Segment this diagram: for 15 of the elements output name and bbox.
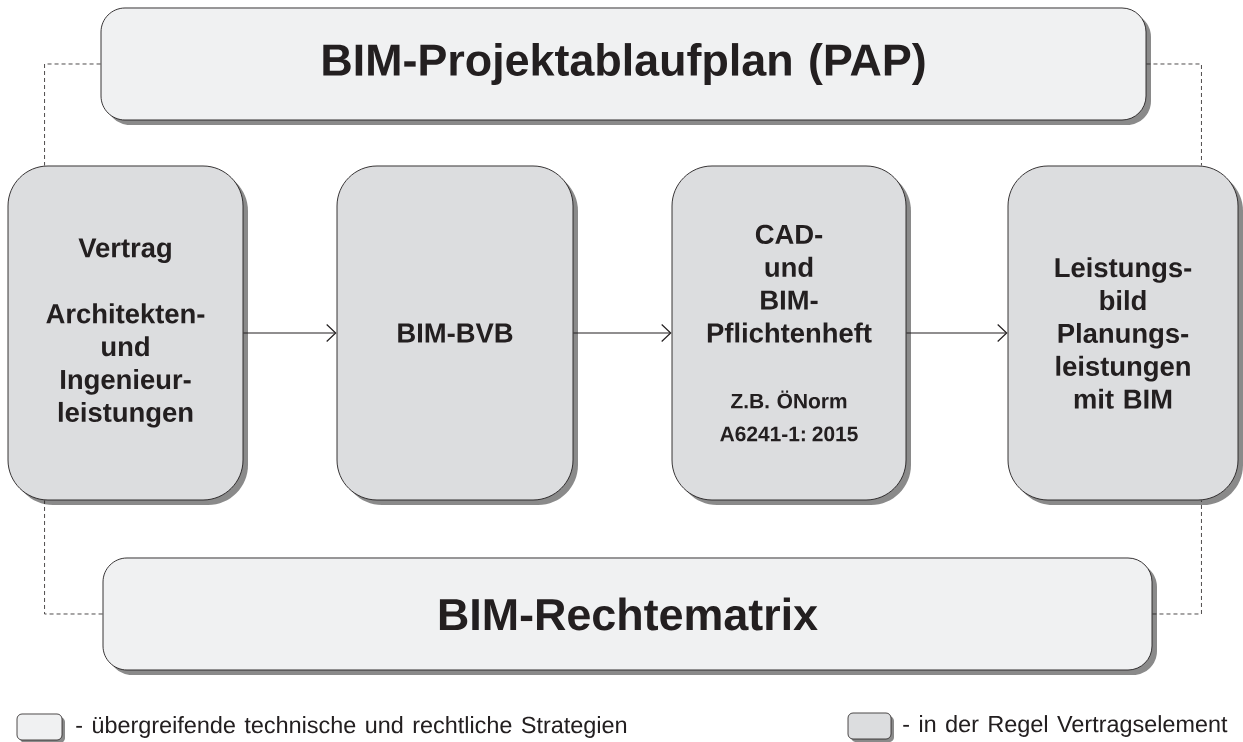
arrow — [572, 323, 672, 343]
arrow — [242, 323, 337, 343]
process-box: CAD- und BIM- Pflichtenheft Z.B. ÖNorm A6241-1: 2015 — [671, 165, 911, 505]
arrow — [905, 323, 1008, 343]
dashed-connector — [44, 63, 101, 166]
legend-text: - in der Regel Vertragselement — [903, 715, 1228, 737]
legend-text: - übergreifende technische und rechtliche Strategien — [76, 716, 627, 738]
banner-box: BIM-Rechtematrix — [102, 557, 1157, 675]
process-box: BIM-BVB — [336, 165, 578, 505]
dashed-connector — [44, 500, 103, 615]
dashed-connector — [1152, 500, 1202, 615]
process-box: Vertrag Architekten- und Ingenieur- leistungen — [7, 165, 248, 505]
dashed-connector — [1146, 63, 1202, 166]
banner-box: BIM-Projektablaufplan (PAP) — [100, 7, 1151, 125]
process-box: Leistungs- bild Planungs- leistungen mit BIM — [1007, 165, 1243, 505]
